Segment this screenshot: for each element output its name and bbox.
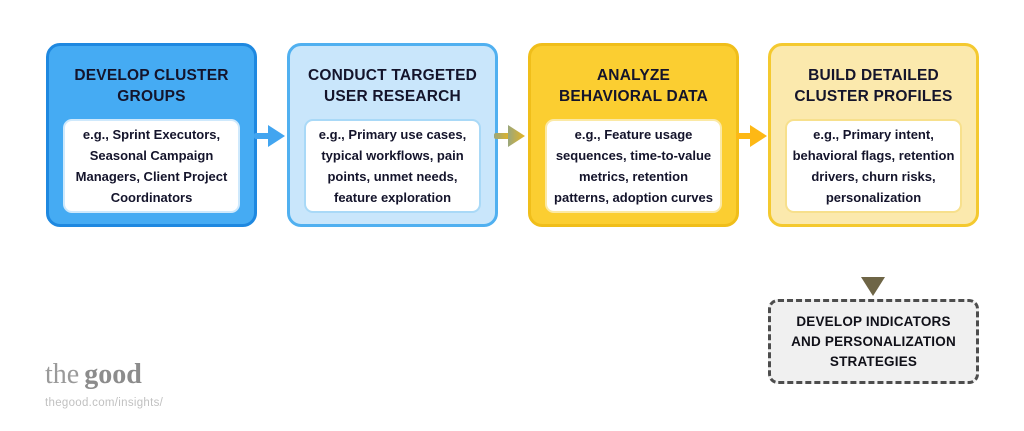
arrow-right-icon bbox=[736, 125, 767, 147]
step-detail-text: e.g., Sprint Executors, Seasonal Campaig… bbox=[75, 127, 228, 205]
step-title: ANALYZE BEHAVIORAL DATA bbox=[558, 67, 709, 105]
step-detail-text: e.g., Primary intent, behavioral flags, … bbox=[792, 127, 955, 205]
brand-url: thegood.com/insights/ bbox=[45, 397, 164, 409]
step-detail-text: e.g., Feature usage sequences, time-to-v… bbox=[554, 127, 713, 205]
step-detail-card: e.g., Sprint Executors, Seasonal Campaig… bbox=[63, 119, 240, 213]
step-detail-text: e.g., Primary use cases, typical workflo… bbox=[318, 127, 467, 205]
dashed-arrow-down-icon bbox=[861, 231, 885, 296]
step-title: DEVELOP CLUSTER GROUPS bbox=[74, 67, 229, 105]
step-detail-card: e.g., Feature usage sequences, time-to-v… bbox=[545, 119, 722, 213]
step-box-build-detailed-cluster-profiles: BUILD DETAILED CLUSTER PROFILES e.g., Pr… bbox=[768, 43, 979, 227]
step-box-conduct-targeted-user-research: CONDUCT TARGETED USER RESEARCH e.g., Pri… bbox=[287, 43, 498, 227]
arrow-right-icon bbox=[254, 125, 285, 147]
brand-logo-good: good bbox=[84, 359, 142, 390]
step-title: CONDUCT TARGETED USER RESEARCH bbox=[307, 67, 478, 105]
step-box-develop-cluster-groups: DEVELOP CLUSTER GROUPS e.g., Sprint Exec… bbox=[46, 43, 257, 227]
step-box-analyze-behavioral-data: ANALYZE BEHAVIORAL DATA e.g., Feature us… bbox=[528, 43, 739, 227]
step-title: BUILD DETAILED CLUSTER PROFILES bbox=[794, 67, 953, 105]
step-detail-card: e.g., Primary use cases, typical workflo… bbox=[304, 119, 481, 213]
brand-logo-the: the bbox=[45, 359, 80, 390]
outcome-title: DEVELOP INDICATORS AND PERSONALIZATION S… bbox=[791, 313, 956, 369]
step-detail-card: e.g., Primary intent, behavioral flags, … bbox=[785, 119, 962, 213]
outcome-box-develop-indicators: DEVELOP INDICATORS AND PERSONALIZATION S… bbox=[768, 299, 979, 384]
arrow-right-icon bbox=[494, 125, 525, 147]
